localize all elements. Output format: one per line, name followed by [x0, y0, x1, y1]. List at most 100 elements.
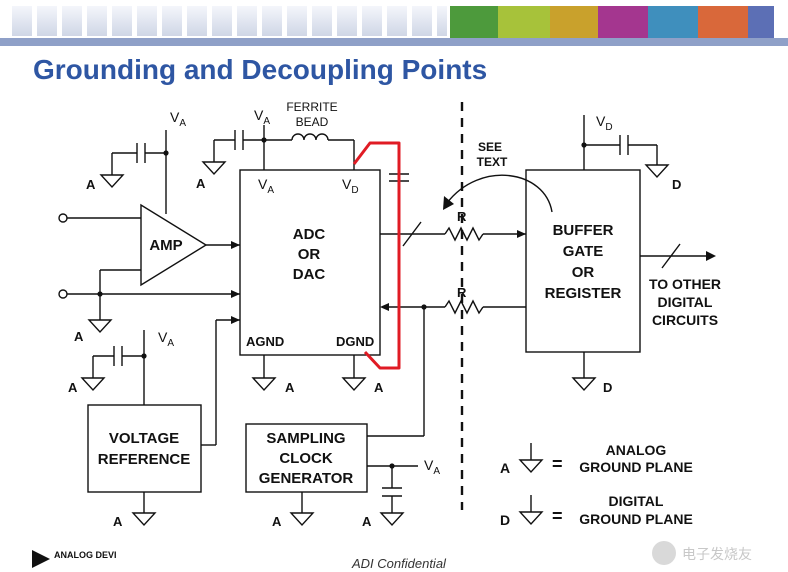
ferrite-label: FERRITE	[286, 100, 337, 114]
ground-label-a: A	[362, 514, 372, 529]
arrowhead	[231, 241, 240, 249]
buffer-label: BUFFER	[553, 222, 614, 239]
supply-label-va: VA	[254, 107, 270, 127]
other-circuits-label: DIGITAL	[658, 294, 713, 310]
legend-digital-label: DIGITAL	[609, 493, 664, 509]
adc-label: OR	[298, 246, 321, 263]
junction-dot	[421, 304, 427, 310]
header-collage	[450, 6, 774, 38]
pin-label-va: VA	[258, 176, 274, 196]
junction-dot	[141, 353, 147, 359]
dgnd-return-path	[352, 141, 401, 370]
arrowhead	[231, 290, 240, 298]
vref-label: VOLTAGE	[109, 430, 179, 447]
arrowhead	[706, 251, 716, 261]
see-text-label: SEE	[478, 140, 502, 154]
legend-digital-ground	[518, 511, 544, 526]
header-tiles	[12, 6, 447, 36]
ground-symbol	[251, 377, 277, 392]
arrowhead	[231, 316, 240, 324]
ground-label-d: D	[603, 380, 612, 395]
legend-label-a: A	[500, 460, 510, 476]
supply-label-va: VA	[170, 109, 186, 129]
ground-symbol	[379, 512, 405, 527]
ground-label-a: A	[374, 380, 384, 395]
footer-confidential: ADI Confidential	[352, 556, 446, 571]
arrowhead	[380, 303, 389, 311]
amp-label: AMP	[149, 237, 182, 254]
ground-symbol	[80, 377, 106, 392]
ground-symbol	[289, 512, 315, 527]
vref-label: REFERENCE	[98, 451, 191, 468]
arrowhead	[443, 196, 454, 210]
junction-dot	[163, 150, 169, 156]
header-banner	[0, 0, 788, 48]
see-text-arrow	[446, 174, 553, 213]
bus-slash	[661, 243, 681, 269]
see-text-label: TEXT	[477, 155, 508, 169]
ground-symbol	[201, 161, 227, 176]
analog-devices-logo: ANALOG DEVICES	[32, 550, 116, 568]
input-terminal	[58, 213, 68, 223]
voltage-reference-block	[87, 404, 202, 493]
ground-label-a: A	[196, 176, 206, 191]
ground-label-d: D	[672, 177, 681, 192]
ground-symbol	[341, 377, 367, 392]
arrowhead	[517, 230, 526, 238]
other-circuits-label: TO OTHER	[649, 276, 721, 292]
pin-label-vd: VD	[342, 176, 359, 196]
clock-label: SAMPLING	[266, 430, 345, 447]
svg-text:电子发烧友: 电子发烧友	[682, 546, 752, 562]
supply-label-va: VA	[158, 329, 174, 349]
junction-dot	[389, 463, 395, 469]
junction-dot	[261, 137, 267, 143]
legend-analog-label: GROUND PLANE	[579, 459, 693, 475]
adc-dac-block	[239, 169, 381, 356]
ground-symbol	[571, 377, 597, 392]
legend-analog-ground	[518, 459, 544, 474]
ground-label-a: A	[272, 514, 282, 529]
resistor	[444, 226, 484, 242]
buffer-block	[525, 169, 641, 353]
legend-equals: =	[552, 454, 563, 474]
legend-analog-label: ANALOG	[606, 442, 667, 458]
resistor-label: R	[457, 285, 467, 300]
watermark-logo: 电子发烧友	[652, 541, 752, 565]
ground-symbol	[131, 512, 157, 527]
ground-label-a: A	[74, 329, 84, 344]
buffer-label: GATE	[563, 243, 604, 260]
pin-label-agnd: AGND	[246, 334, 284, 349]
resistor	[444, 299, 484, 315]
ferrite-bead	[291, 133, 329, 141]
ground-label-a: A	[113, 514, 123, 529]
other-circuits-label: CIRCUITS	[652, 312, 718, 328]
svg-text:ANALOG DEVICES: ANALOG DEVICES	[54, 550, 116, 560]
junction-dot	[97, 291, 103, 297]
resistor-label: R	[457, 209, 467, 224]
ground-label-a: A	[86, 177, 96, 192]
buffer-label: OR	[572, 264, 595, 281]
slide-title: Grounding and Decoupling Points	[33, 54, 488, 85]
legend-digital-label: GROUND PLANE	[579, 511, 693, 527]
ground-label-a: A	[68, 380, 78, 395]
pin-label-dgnd: DGND	[336, 334, 374, 349]
legend-equals: =	[552, 506, 563, 526]
ground-symbol	[99, 174, 125, 189]
adc-label: ADC	[293, 226, 326, 243]
junction-dot	[581, 142, 587, 148]
clock-label: GENERATOR	[259, 470, 354, 487]
sampling-clock-block	[245, 423, 368, 493]
amp-triangle	[140, 203, 208, 287]
bus-slash	[402, 221, 422, 247]
ground-symbol	[644, 164, 670, 179]
ground-symbol	[87, 319, 113, 334]
input-terminal	[58, 289, 68, 299]
buffer-label: REGISTER	[545, 285, 622, 302]
clock-label: CLOCK	[279, 450, 332, 467]
ground-label-a: A	[285, 380, 295, 395]
supply-label-vd: VD	[596, 113, 613, 133]
ferrite-label: BEAD	[296, 115, 329, 129]
adc-label: DAC	[293, 266, 326, 283]
